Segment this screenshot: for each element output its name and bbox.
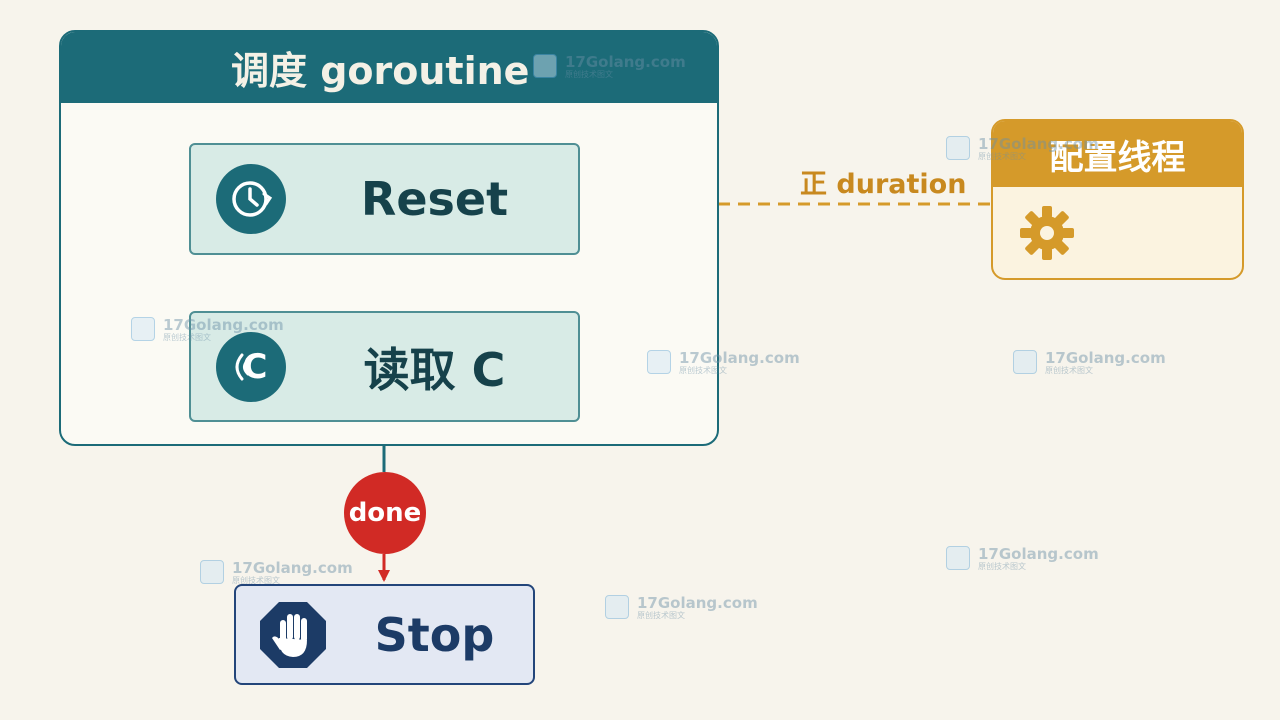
config-thread-title: 配置线程 [993, 121, 1242, 187]
done-signal: done [344, 472, 426, 554]
reset-label: Reset [360, 172, 509, 226]
channel-icon-glyph: C [242, 347, 268, 387]
channel-receive-icon: C [216, 332, 286, 402]
read-channel-step[interactable]: C 读取 C [189, 311, 580, 422]
stop-label: Stop [374, 607, 495, 662]
duration-edge-label: 正 duration [800, 169, 967, 200]
timer-reset-icon [216, 164, 286, 234]
gear-icon [1017, 203, 1077, 263]
reset-step[interactable]: Reset [189, 143, 580, 255]
config-thread-container: 配置线程 [991, 119, 1244, 280]
scheduler-goroutine-title: 调度 goroutine [61, 32, 717, 103]
stop-hand-icon [258, 600, 328, 670]
read-channel-label: 读取 C [363, 342, 506, 397]
stop-step[interactable]: Stop [234, 584, 535, 685]
